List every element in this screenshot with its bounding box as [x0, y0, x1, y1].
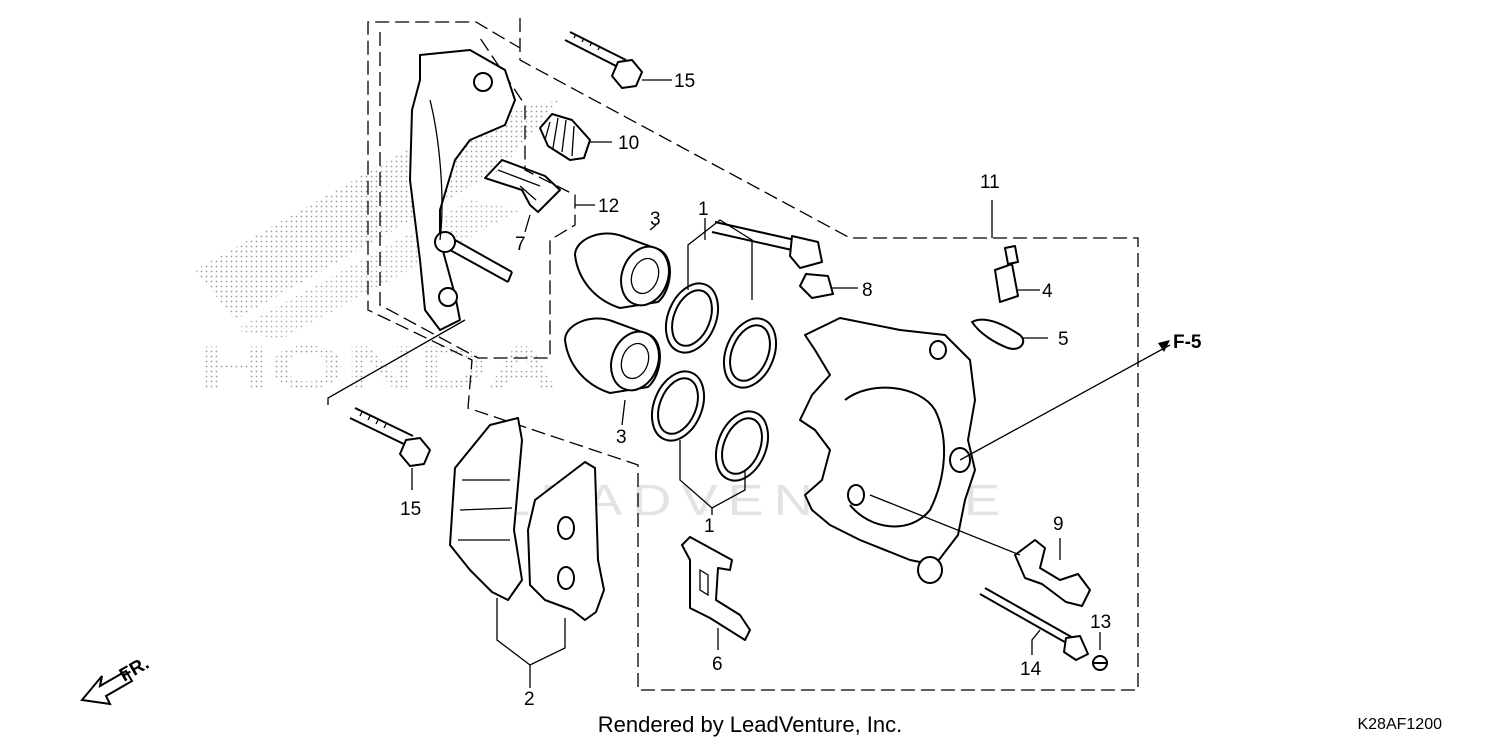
callout-1-upper: 1 [698, 199, 709, 220]
pin-boot [539, 113, 591, 161]
outline-caliper-assembly-11 [367, 18, 1139, 691]
callout-11: 11 [980, 172, 1000, 193]
slide-pin [711, 221, 834, 299]
callout-13: 13 [1090, 612, 1111, 633]
pin-clip [1092, 655, 1108, 671]
callout-3-upper: 3 [650, 209, 661, 230]
assembly-outlines [367, 18, 1139, 691]
callout-9: 9 [1053, 514, 1064, 535]
callout-15-upper: 15 [674, 71, 695, 92]
bleeder-cap [971, 318, 1025, 350]
callout-6: 6 [712, 654, 723, 675]
callout-12: 12 [598, 196, 619, 217]
callout-5: 5 [1058, 329, 1069, 350]
seals-group-bracket-top [687, 219, 753, 300]
leader-lines [327, 79, 1171, 688]
background-logo: HONDA [195, 100, 560, 401]
front-direction-arrow: FR. [80, 653, 153, 706]
pads-group-bracket [496, 598, 566, 666]
piston-lower [564, 317, 661, 394]
pad-spring [681, 536, 751, 641]
callout-4: 4 [1042, 281, 1053, 302]
bolt-upper [564, 31, 643, 89]
reference-f5: F-5 [1173, 332, 1202, 353]
callout-7: 7 [515, 234, 526, 255]
bolt-lower [349, 407, 431, 467]
callout-1-lower: 1 [704, 516, 715, 537]
piston-seals [650, 282, 778, 482]
slide-bushing [1014, 539, 1091, 607]
callout-8: 8 [862, 280, 873, 301]
outline-bracket-assembly-12 [379, 32, 576, 359]
rendered-by-credit: Rendered by LeadVenture, Inc. [597, 712, 903, 737]
pad-pin [979, 587, 1089, 661]
background-logo-text: HONDA [198, 334, 558, 401]
callout-15-lower: 15 [400, 499, 421, 520]
callout-2: 2 [524, 689, 535, 710]
caliper-body [799, 317, 976, 584]
brake-pads [449, 417, 605, 621]
callout-10: 10 [618, 133, 639, 154]
callout-14: 14 [1020, 659, 1042, 680]
callout-3-lower: 3 [616, 427, 627, 448]
piston-upper [574, 232, 671, 309]
bleeder-screw [994, 245, 1019, 303]
callout-labels: 15 10 12 7 3 1 11 8 4 5 F-5 3 1 9 13 14 … [400, 71, 1202, 710]
diagram-code: K28AF1200 [1357, 716, 1442, 733]
f5-arrowhead [1158, 340, 1170, 352]
pad-retainer-clip [484, 159, 561, 213]
caliper-bracket [409, 49, 516, 331]
